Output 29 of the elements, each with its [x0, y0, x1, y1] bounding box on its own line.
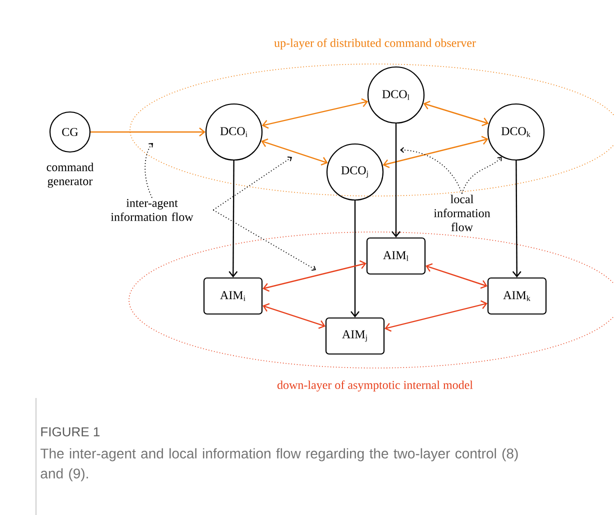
dotted-arrow — [212, 156, 292, 210]
dotted-arrow — [144, 143, 153, 198]
arrow — [262, 303, 326, 329]
arrow — [392, 124, 400, 238]
arrow — [262, 98, 368, 129]
arrow — [262, 260, 366, 292]
flow-label: inter-agent information flow — [110, 198, 194, 222]
figure-number: FIGURE 1 — [41, 427, 100, 436]
caption: The inter-agent and local information flow regarding the two-layer control (8) and (9). — [40, 448, 518, 482]
model-box: AIM$_{k}$ — [487, 277, 547, 315]
layer-label: up-layer of distributed command observer — [274, 38, 476, 50]
flow-label: local information flow — [434, 194, 490, 232]
arrow — [423, 100, 489, 126]
arrow — [426, 263, 488, 289]
arrow — [261, 138, 328, 166]
dotted-arrow — [462, 156, 502, 194]
arrow — [90, 128, 206, 136]
arrow — [512, 160, 522, 278]
arrow — [382, 136, 488, 168]
arrow — [350, 200, 360, 318]
dotted-arrow — [212, 210, 316, 271]
arrow — [228, 160, 238, 278]
dotted-arrow — [400, 147, 462, 194]
model-box: AIM$_{i}$ — [203, 277, 263, 315]
layer-label: down-layer of asymptotic internal model — [277, 380, 473, 392]
node-caption: command generator — [46, 162, 94, 188]
model-box: AIM$_{j}$ — [325, 317, 385, 355]
arrow — [384, 300, 488, 332]
model-box: AIM$_{l}$ — [366, 237, 426, 275]
